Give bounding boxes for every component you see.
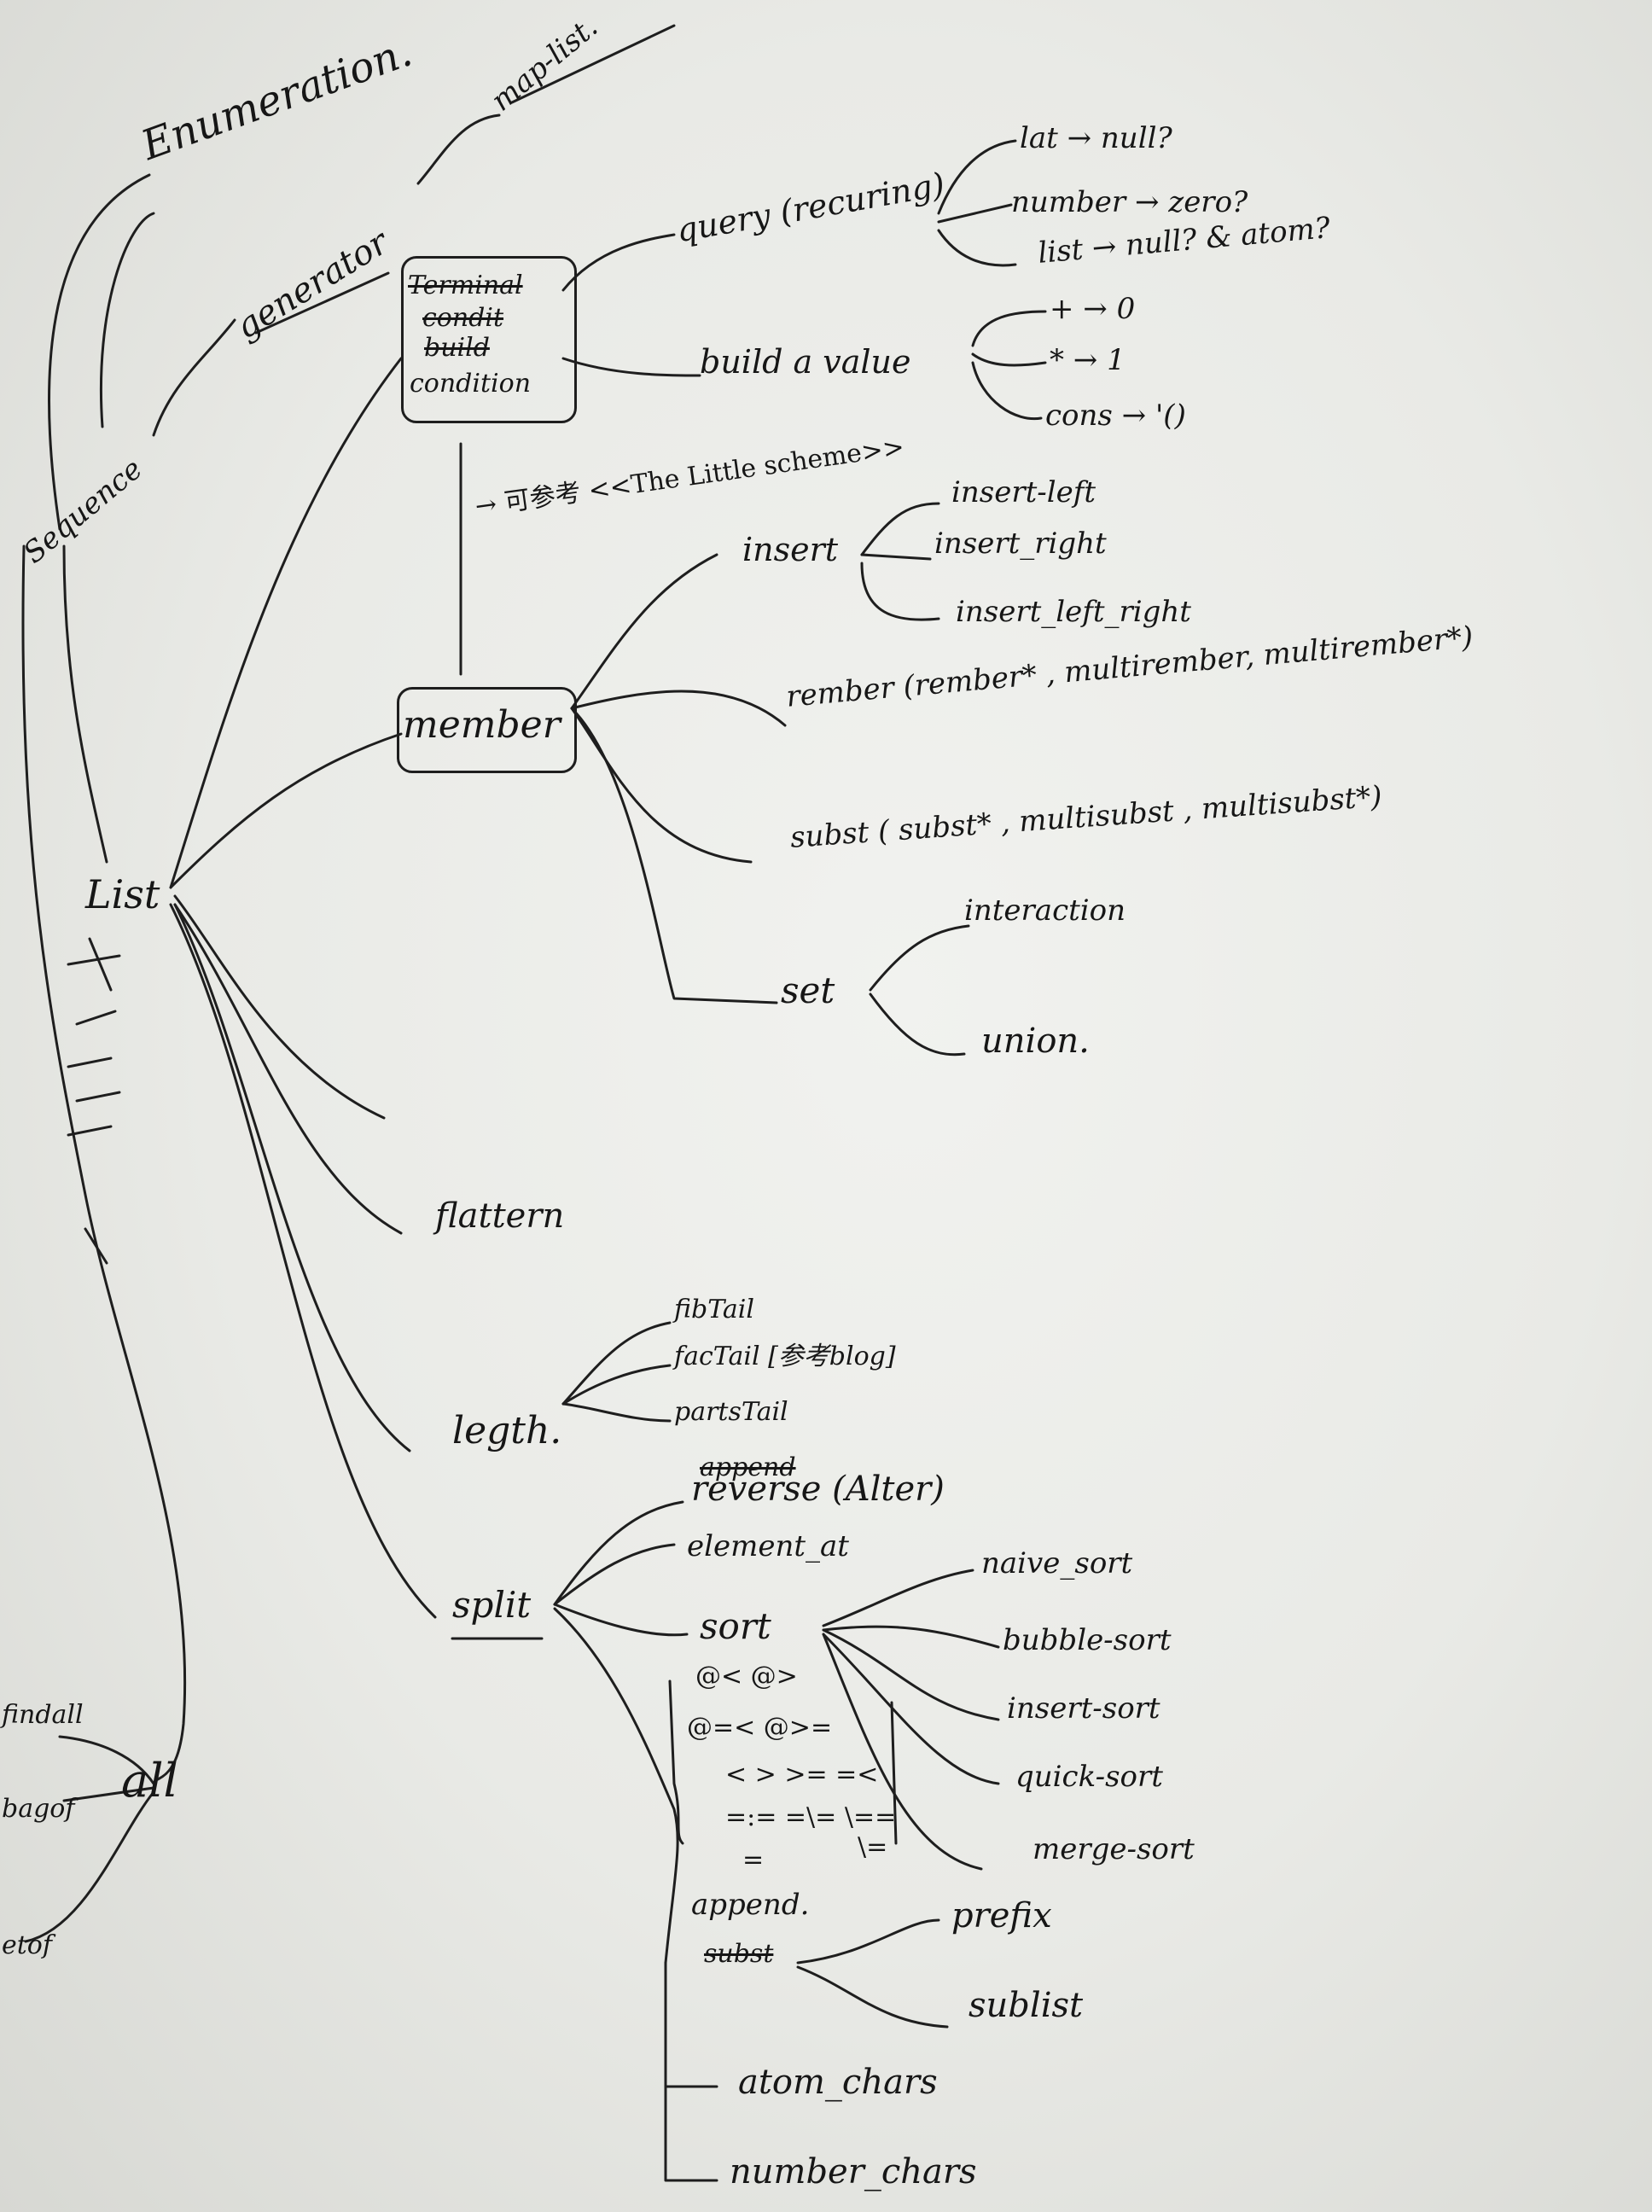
subst-struck-label: subst [704,1939,774,1969]
set-label: set [781,969,835,1011]
insert-left-label: insert-left [951,475,1096,509]
insert-right-label: insert_right [934,527,1107,561]
number-label: number → zero? [1011,185,1248,219]
interaction-label: interaction [964,894,1126,928]
fibtail-label: fibTail [674,1295,754,1324]
condit-struck-label: condit [422,303,504,333]
star-rule-label: * → 1 [1050,343,1126,377]
bagof-label: bagof [2,1794,75,1824]
ops-line-3: < > >= =< [725,1760,879,1790]
ops-line-1: @< @> [695,1662,798,1691]
ops-line-4: =:= =\= \== [725,1802,897,1832]
merge-sort-label: merge-sort [1032,1832,1195,1866]
factail-label: facTail [参考blog] [674,1342,896,1371]
terminal-struck-label: Terminal [408,271,523,300]
ops-line-5: = [742,1845,765,1875]
reverse-label: reverse (Alter) [691,1470,945,1509]
split-label: split [452,1584,532,1626]
list-label: List [85,871,160,917]
ops-line-2: @=< @>= [687,1713,833,1743]
cons-rule-label: cons → '() [1045,399,1186,433]
partstail-label: partsTail [674,1397,788,1427]
insert-label: insert [742,531,839,568]
build-value-label: build a value [700,343,911,381]
sublist-label: sublist [969,1986,1084,2025]
condition-box [401,256,577,423]
bubble-sort-label: bubble-sort [1003,1623,1172,1657]
atom-chars-label: atom_chars [738,2063,938,2102]
number-chars-label: number_chars [730,2152,977,2192]
insert-sort-label: insert-sort [1007,1691,1160,1726]
insert-left-right-label: insert_left_right [956,595,1191,629]
findall-label: findall [2,1700,84,1730]
union-label: union. [981,1022,1090,1061]
element-at-label: element_at [687,1529,849,1563]
build-struck-label: build [424,333,490,363]
flattern-label: flattern [435,1196,565,1236]
plus-rule-label: + → 0 [1050,292,1136,326]
lat-label: lat → null? [1020,121,1172,155]
member-label: member [403,703,561,747]
append-struck-label: append [700,1452,796,1482]
setof-label: etof [2,1930,52,1960]
sort-label: sort [700,1605,771,1647]
quick-sort-label: quick-sort [1015,1760,1163,1794]
naive-sort-label: naive_sort [981,1546,1133,1580]
all-label: all [121,1754,178,1807]
condition-label: condition [410,369,532,399]
member-box [397,687,577,773]
prefix-label: prefix [951,1896,1052,1936]
ops-line-6: \= [858,1832,888,1862]
length-label: legth. [452,1409,562,1452]
append-label: append. [691,1888,810,1922]
